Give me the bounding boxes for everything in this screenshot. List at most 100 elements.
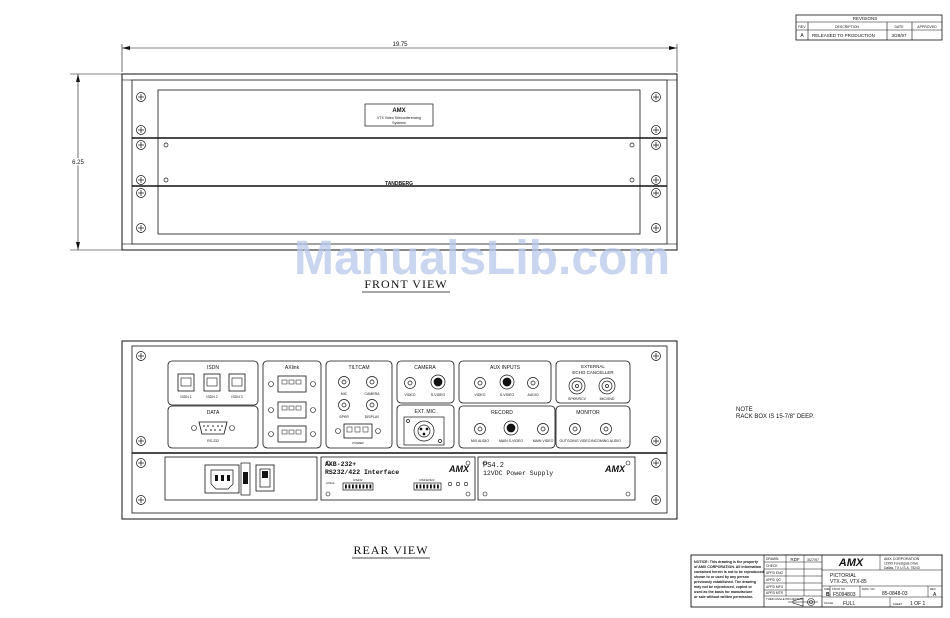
- echo-canceller-panel: EXTERNAL ECHO CANCELLER SPKR/RCV MIC/SND: [555, 360, 631, 404]
- tb-title-line1: PICTORIAL: [830, 573, 857, 579]
- tb-row-appd-qc: APPD QC: [766, 578, 781, 582]
- isdn-1-label: ISDN 1: [180, 395, 191, 399]
- axlink-panel: AXlink: [262, 360, 322, 449]
- monitor-outgoing-video-jack[interactable]: OUTGOING VIDEO: [560, 423, 591, 444]
- tb-row-check: CHECK: [766, 564, 778, 568]
- note-text: RACK BOX IS 15-7/8" DEEP.: [736, 414, 814, 420]
- fuse-holder[interactable]: [240, 462, 251, 496]
- tb-row-appd-mfg: APPD MFG: [766, 585, 784, 589]
- ext-mic-title: EXT. MIC: [414, 409, 436, 415]
- width-dimension: 19.75: [121, 42, 678, 72]
- record-main-svideo-jack[interactable]: MAIN S-VIDEO: [499, 420, 523, 443]
- tiltcam-display-label: DISPLAY: [365, 415, 380, 419]
- ps42-card: PS4.2 12VDC Power Supply AMX: [477, 456, 636, 501]
- tb-size-label: SIZE: [824, 587, 830, 591]
- data-title: DATA: [207, 410, 220, 416]
- third-angle-projection-icon: [788, 597, 818, 607]
- axb-axlink-label: AXlink: [326, 481, 335, 485]
- tb-row-drawn: DRAWN: [766, 557, 779, 561]
- camera-video-jack[interactable]: VIDEO: [404, 377, 416, 398]
- monitor-incoming-audio-jack[interactable]: INCOMING AUDIO: [591, 423, 621, 444]
- ac-power-inlet[interactable]: [204, 464, 240, 494]
- isdn-3-jack[interactable]: ISDN 3: [228, 373, 246, 399]
- tb-dwg-label: DWG. NO.: [862, 587, 876, 591]
- notice-line-6: may not be reproduced, copied or: [694, 585, 753, 589]
- tiltcam-mic-label: MIC: [341, 392, 348, 396]
- echo-title-line2: ECHO CANCELLER: [572, 370, 614, 375]
- tb-scale-label: SCALE: [824, 601, 833, 605]
- aux-svideo-jack[interactable]: S-VIDEO: [499, 374, 515, 397]
- front-panel-middle: [157, 137, 641, 187]
- monitor-title: MONITOR: [576, 410, 600, 416]
- aux-inputs-title: AUX INPUTS: [490, 365, 521, 371]
- echo-mic-jack[interactable]: MIC/SND: [598, 377, 616, 401]
- monitor-panel: MONITOR OUTGOING VIDEO INCOMING AUDIO: [555, 405, 631, 449]
- camera-svideo-jack[interactable]: S-VIDEO: [430, 374, 446, 397]
- front-amx-label-line2: VTX Video Teleconferencing: [377, 116, 421, 120]
- front-amx-label-line3: Systems: [392, 121, 406, 125]
- ext-mic-xlr-jack[interactable]: [403, 416, 445, 446]
- tiltcam-camera-jack[interactable]: CAMERA: [365, 376, 381, 397]
- tb-fscm-value: F5094803: [833, 592, 856, 598]
- tb-rev-label: REV.: [930, 587, 936, 591]
- aux-audio-label: AUDIO: [527, 393, 538, 397]
- front-rack-screws: [136, 92, 661, 233]
- front-amx-logo: AMX: [392, 108, 405, 114]
- echo-spkr-jack[interactable]: SPKR/RCV: [568, 377, 587, 401]
- axb-title: AXB-232+: [325, 461, 356, 468]
- axb-amx-logo: AMX: [448, 464, 470, 474]
- width-dimension-label: 19.75: [392, 42, 408, 48]
- power-entry-module: [164, 456, 318, 501]
- power-switch[interactable]: [255, 464, 275, 492]
- record-main-video-jack[interactable]: MAIN VIDEO: [533, 423, 554, 444]
- record-mix-audio-jack[interactable]: MIX AUDIO: [471, 423, 489, 444]
- ps-title: PS4.2: [483, 462, 504, 470]
- isdn-title: ISDN: [207, 365, 219, 371]
- camera-title: CAMERA: [414, 365, 436, 371]
- axb-232-card: AXB-232+ RS232/422 Interface AMX AXlink …: [320, 456, 476, 501]
- rear-view: ISDN ISDN 1 ISDN 2 ISDN 3 DATA: [121, 340, 678, 520]
- tb-row-appd-mtr: APPD MTR: [766, 591, 784, 595]
- tb-title-line2: VTX-25, VTX-85: [830, 579, 867, 585]
- echo-spkr-label: SPKR/RCV: [568, 397, 587, 401]
- revisions-block: REVISIONS REV DESCRIPTION DATE APPROVED …: [795, 14, 943, 41]
- rev-header-date: DATE: [894, 25, 904, 29]
- front-view: AMX VTX Video Teleconferencing Systems T…: [121, 73, 678, 251]
- axlink-connector-3[interactable]: [268, 425, 316, 443]
- front-amx-label-plate: [364, 103, 434, 127]
- front-view-title: FRONT VIEW: [364, 277, 447, 291]
- tiltcam-spkr-jack[interactable]: SPKR: [338, 399, 350, 420]
- height-dimension: 6.25: [70, 73, 122, 251]
- axlink-connector-2[interactable]: [268, 401, 316, 419]
- record-panel: RECORD MIX AUDIO MAIN S-VIDEO MAIN VIDEO: [458, 405, 556, 449]
- tb-company-line2: 11995 Forestgate Drive: [884, 562, 918, 566]
- notice-line-5: previously established. The drawing: [694, 580, 756, 584]
- isdn-2-jack[interactable]: ISDN 2: [203, 373, 221, 399]
- tiltcam-power-block[interactable]: POWER: [335, 423, 381, 445]
- tb-drawn-date: 3/27/97: [807, 558, 819, 562]
- proprietary-notice: NOTICE: This drawing is the property of …: [694, 560, 765, 599]
- isdn-1-jack[interactable]: ISDN 1: [177, 373, 195, 399]
- note-label: NOTE: [736, 407, 753, 413]
- rs232-port[interactable]: RS-232: [191, 421, 235, 443]
- ps-subtitle: 12VDC Power Supply: [483, 470, 553, 477]
- title-block: NOTICE: This drawing is the property of …: [690, 554, 943, 608]
- tiltcam-power-label: POWER: [352, 441, 364, 445]
- rev-row-rev: A: [800, 33, 804, 39]
- axb-dip1-label: RS232: [353, 478, 363, 482]
- axb-dip-connector-2[interactable]: [413, 482, 442, 491]
- front-tandberg-label: TANDBERG: [385, 181, 413, 187]
- tb-company-line1: AMX CORPORATION: [884, 557, 920, 561]
- notice-line-4: shown to or used by any person: [694, 575, 749, 579]
- axlink-connector-1[interactable]: [268, 375, 316, 393]
- notice-line-8: or sale without written permission.: [694, 595, 753, 599]
- isdn-2-label: ISDN 2: [206, 395, 217, 399]
- axb-dip2-label: RS232/422: [419, 478, 434, 482]
- tb-rev-value: A: [933, 592, 937, 598]
- ext-mic-panel: EXT. MIC: [396, 404, 455, 449]
- aux-audio-jack[interactable]: AUDIO: [527, 377, 539, 398]
- tiltcam-display-jack[interactable]: DISPLAY: [365, 399, 380, 420]
- aux-video-jack[interactable]: VIDEO: [474, 377, 486, 398]
- axb-dip-connector-1[interactable]: [342, 482, 374, 491]
- tiltcam-mic-jack[interactable]: MIC: [338, 376, 350, 397]
